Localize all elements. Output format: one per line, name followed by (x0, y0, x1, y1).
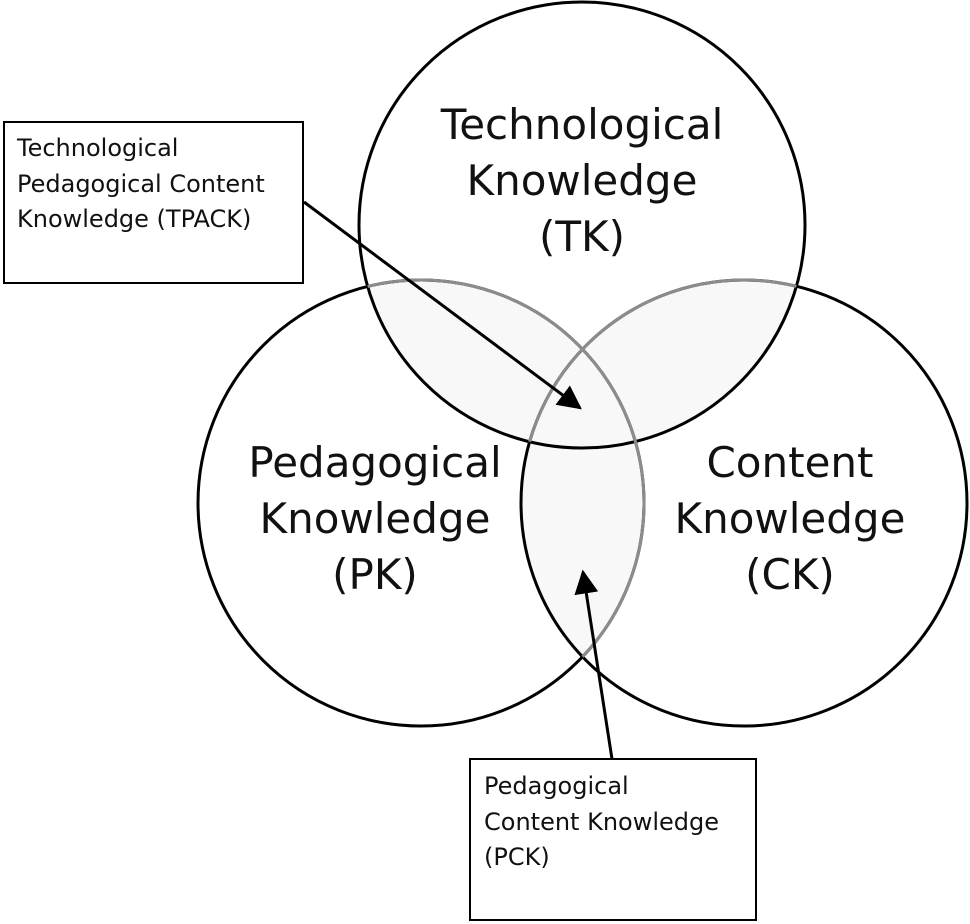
tk-label-line1: Technological (440, 100, 724, 149)
pk-label-line2: Knowledge (260, 494, 491, 543)
ck-label-line2: Knowledge (675, 494, 906, 543)
tpack-callout-box (3, 121, 304, 284)
ck-label-line3: (CK) (745, 550, 835, 599)
pk-label-line1: Pedagogical (248, 438, 501, 487)
pk-label-line3: (PK) (332, 550, 418, 599)
tk-label-line3: (TK) (539, 212, 625, 261)
pck-callout-box (469, 758, 757, 921)
tpack-label-line2: Pedagogical Content (17, 170, 265, 198)
ck-label-line1: Content (706, 438, 873, 487)
overlap-arcs (359, 278, 805, 726)
tpack-label-line1: Technological (16, 134, 178, 162)
pck-label-line3: (PCK) (484, 843, 550, 871)
tpack-label-line3: Knowledge (TPACK) (17, 205, 251, 233)
tk-circle (357, 0, 807, 450)
pck-label-line2: Content Knowledge (484, 808, 719, 836)
tk-label-line2: Knowledge (467, 156, 698, 205)
pck-label-line1: Pedagogical (484, 772, 629, 800)
pck-arrow (574, 569, 614, 760)
tpack-arrow (303, 200, 582, 410)
